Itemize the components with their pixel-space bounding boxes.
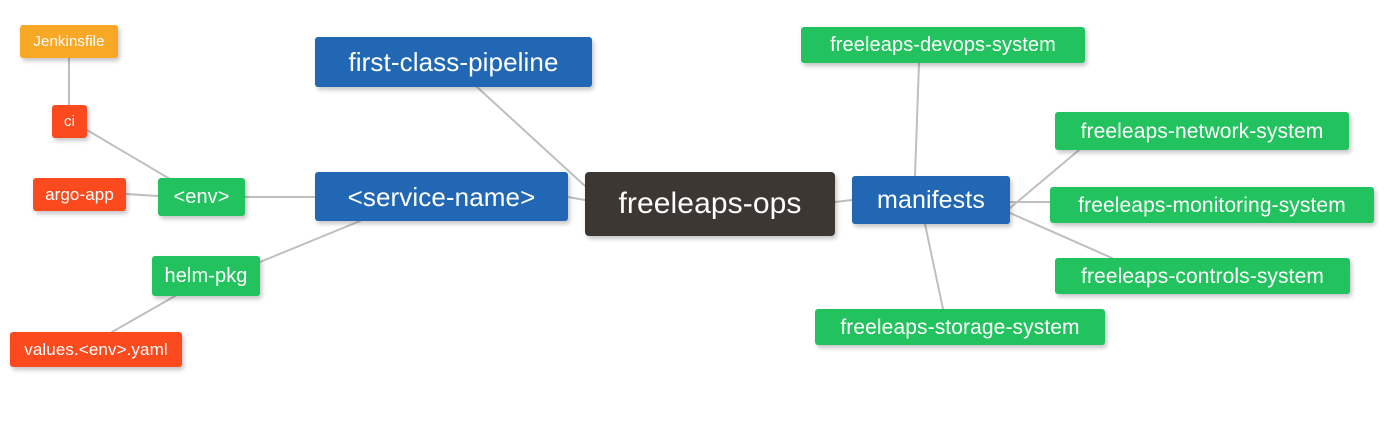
edge-env-to-argo-app (125, 193, 159, 197)
node-root[interactable]: freeleaps-ops (585, 172, 835, 236)
node-values-yaml[interactable]: values.<env>.yaml (10, 332, 182, 367)
edge-root-to-service-name (567, 196, 586, 201)
node-controls-system[interactable]: freeleaps-controls-system (1055, 258, 1350, 294)
node-storage-system[interactable]: freeleaps-storage-system (815, 309, 1105, 345)
node-helm-pkg[interactable]: helm-pkg (152, 256, 260, 296)
node-ci[interactable]: ci (52, 105, 87, 138)
node-service-name[interactable]: <service-name> (315, 172, 568, 221)
node-devops-system[interactable]: freeleaps-devops-system (801, 27, 1085, 63)
node-argo-app[interactable]: argo-app (33, 178, 126, 211)
edge-root-to-manifests (834, 199, 853, 203)
node-monitoring-system[interactable]: freeleaps-monitoring-system (1050, 187, 1374, 223)
node-env[interactable]: <env> (158, 178, 245, 216)
edge-helm-pkg-to-values-yaml (111, 295, 176, 333)
edge-manifests-to-storage-system (924, 223, 944, 310)
node-first-class-pipeline[interactable]: first-class-pipeline (315, 37, 592, 87)
node-manifests[interactable]: manifests (852, 176, 1010, 224)
edge-env-to-ci (86, 129, 176, 183)
node-network-system[interactable]: freeleaps-network-system (1055, 112, 1349, 150)
node-jenkinsfile[interactable]: Jenkinsfile (20, 25, 118, 58)
edge-manifests-to-devops-system (914, 62, 920, 177)
edge-service-name-to-helm-pkg (259, 220, 361, 263)
